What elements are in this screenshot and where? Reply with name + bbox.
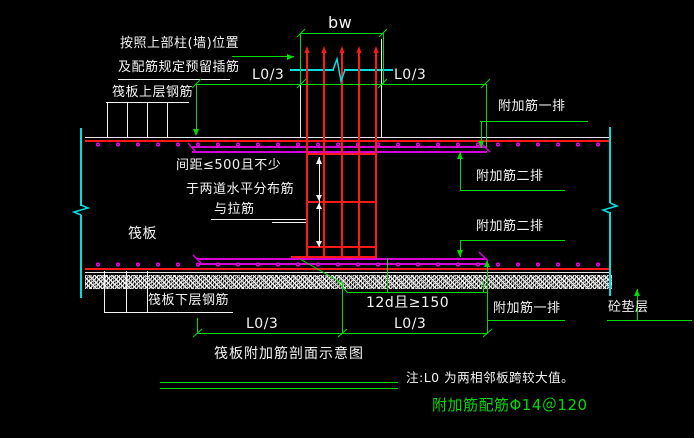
- top-added-rebar-row1-line: [192, 146, 487, 148]
- top-added-rebar-row2-line: [192, 151, 487, 153]
- leader-line: [127, 102, 128, 137]
- leader-line: [107, 102, 108, 137]
- leader-line: [637, 289, 638, 320]
- hook-dim-line: [348, 292, 487, 293]
- break-zigzag: [71, 56, 620, 216]
- dim-extension-line: [196, 84, 197, 133]
- rebar-arrowhead: [373, 46, 379, 53]
- top-rebar-section-dots: [88, 142, 606, 147]
- slab-bottom-edge-line: [85, 272, 610, 273]
- column-tie-bar: [306, 201, 377, 203]
- cushion-label: 砼垫层: [608, 300, 649, 315]
- label-underline: [104, 312, 233, 313]
- note-top-line2: 及配筋规定预留插筋: [118, 60, 240, 75]
- title-underline: [160, 382, 398, 383]
- leader-arrowhead: [193, 54, 640, 296]
- column-dowel-bar: [375, 52, 377, 258]
- dim-extension-line: [387, 258, 388, 293]
- dim-extension-line: [487, 260, 488, 334]
- column-break-line: [290, 69, 334, 71]
- right-break-line: [609, 127, 611, 203]
- label-underline: [607, 320, 692, 321]
- upper-rebar-label: 筏板上层钢筋: [112, 85, 194, 100]
- spacing-note-line2: 于两道水平分布筋: [186, 182, 295, 197]
- leader-line: [147, 271, 148, 312]
- added-row2-upper-label: 附加筋二排: [476, 169, 544, 184]
- column-break-line: [344, 69, 393, 71]
- left-break-line: [80, 215, 82, 298]
- leader-line: [104, 271, 105, 312]
- dowel-note-leader-line: [232, 56, 294, 57]
- dim-extension-line: [197, 318, 198, 334]
- l03-bottom-right-label: L0/3: [394, 316, 427, 332]
- column-dowel-bar: [306, 52, 308, 258]
- l03-top-right-label: L0/3: [394, 67, 427, 83]
- column-dowel-bar: [358, 52, 360, 258]
- hook-dim-label: 12d且≥150: [366, 295, 450, 311]
- dim-extension-line: [342, 283, 343, 334]
- l03-top-left-label: L0/3: [252, 67, 285, 83]
- label-underline: [487, 320, 565, 321]
- column-left-face-line: [300, 39, 301, 137]
- dim-extension-line: [383, 33, 384, 84]
- rebar-spec-label: 附加筋配筋Φ14＠120: [432, 396, 588, 414]
- label-underline: [480, 121, 588, 122]
- dim-extension-line: [300, 33, 301, 84]
- leader-line: [460, 240, 461, 257]
- leader-diagonal: [299, 258, 343, 284]
- leader-line: [167, 102, 168, 137]
- raft-label: 筏板: [128, 226, 157, 242]
- added-row1-top-label: 附加筋一排: [498, 99, 566, 114]
- top-main-rebar-line: [85, 140, 610, 142]
- top-l03-dim-line: [196, 84, 486, 85]
- spacing-note-line3: 与拉筋: [214, 202, 255, 217]
- added-bar-end-tick: [187, 142, 491, 264]
- spacing-note-line1: 间距≤500且不少: [176, 158, 282, 173]
- tie-spacing-dim-line: [319, 157, 320, 247]
- label-underline: [460, 190, 565, 191]
- note-bottom: 注:L0 为两相邻板跨较大值。: [406, 370, 575, 385]
- bottom-main-rebar-line: [85, 268, 610, 270]
- dim-extension-line: [486, 84, 487, 148]
- bw-dim-line: [300, 33, 383, 34]
- left-break-line: [80, 128, 82, 206]
- bottom-rebar-section-dots: [88, 262, 606, 267]
- leader-line: [272, 222, 306, 223]
- title-underline: [160, 388, 398, 389]
- label-underline: [118, 79, 230, 80]
- dim-tick: [191, 28, 493, 338]
- rebar-arrowhead: [321, 46, 327, 53]
- note-top-line1: 按照上部柱(墙)位置: [120, 36, 240, 51]
- leader-line: [256, 219, 306, 220]
- leader-line: [481, 121, 482, 148]
- leader-line: [460, 152, 461, 190]
- rebar-arrowhead: [356, 46, 362, 53]
- slab-top-edge-line: [85, 137, 610, 138]
- column-dowel-bar: [323, 52, 325, 258]
- column-tie-bar: [306, 153, 377, 155]
- leader-line: [147, 102, 148, 137]
- dim-extension-line: [483, 281, 484, 293]
- dowel-hook-line: [291, 256, 377, 258]
- leader-line: [126, 271, 127, 312]
- label-underline: [460, 240, 565, 241]
- spacing-dim-arrowhead: [316, 157, 322, 247]
- rebar-arrowhead: [339, 46, 345, 53]
- column-dowel-bar: [341, 52, 343, 258]
- added-row2-lower-label: 附加筋二排: [476, 219, 544, 234]
- cushion-hatch-band: [85, 275, 612, 289]
- column-tie-bar: [306, 246, 377, 248]
- bw-dim-label: bw: [328, 13, 353, 32]
- drawing-title: 筏板附加筋剖面示意图: [214, 346, 364, 362]
- label-underline: [211, 219, 256, 220]
- column-right-face-line: [381, 39, 382, 137]
- bottom-added-rebar-row2-line: [197, 258, 487, 260]
- l03-bottom-left-label: L0/3: [246, 316, 279, 332]
- right-break-line: [609, 212, 611, 296]
- added-row1-bottom-label: 附加筋一排: [493, 301, 561, 316]
- lower-rebar-label: 筏板下层钢筋: [148, 293, 230, 308]
- rebar-arrowhead: [304, 46, 310, 53]
